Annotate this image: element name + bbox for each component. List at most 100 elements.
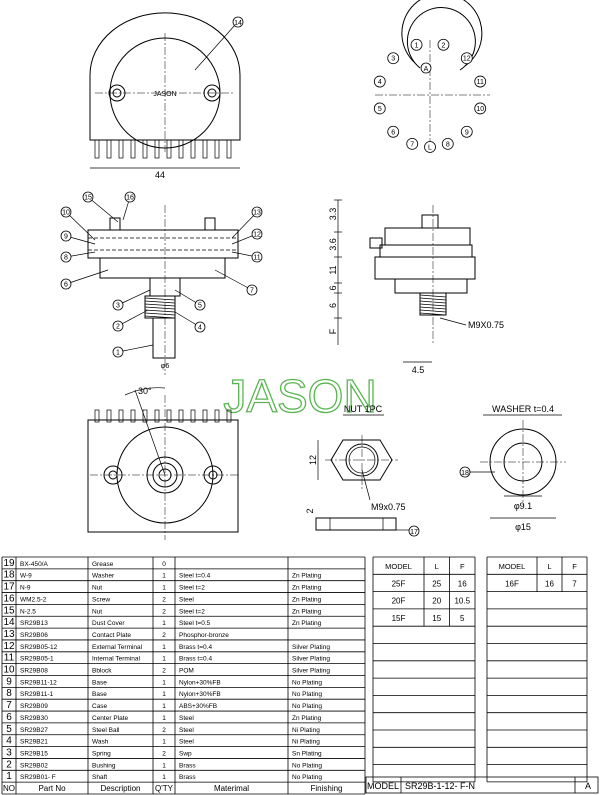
bom-cell-no: 8 [6,688,12,699]
pin-circle [410,38,423,51]
bom-cell-qty: 1 [162,691,166,698]
bom-cell-desc: Case [92,703,108,710]
part-callout-number: 6 [64,282,68,289]
dim-table-header: L [547,562,551,571]
dim-table-header: F [460,562,465,571]
bom-header-no: NO [3,784,15,793]
bom-cell-part: SR29B06 [20,632,48,639]
pin-number: 2 [442,42,446,49]
bom-cell-desc: Wash [92,739,109,746]
dim-table-cell: 16 [545,579,554,588]
bom-cell-qty: 1 [162,656,166,663]
angle-label: 30° [138,386,152,396]
nut-thread-label: M9x0.75 [371,502,406,512]
bom-cell-desc: Center Plate [92,715,129,722]
terminal-pin [178,139,184,159]
bom-cell-part: SR29B08 [20,668,48,675]
bom-cell-no: 4 [6,736,12,747]
bom-cell-no: 14 [3,617,15,628]
part-callout [60,230,72,242]
bom-header-material: Materimal [214,784,249,793]
bom-cell-desc: Dust Cover [92,620,125,627]
bom-cell-desc: Bushing [92,762,116,769]
dim-table-cell: 5 [460,614,465,623]
terminal-pin [190,409,196,423]
ground-pin-circle [424,141,436,153]
bom-header-desc: Description [100,784,140,793]
bom-cell-qty: 1 [162,703,166,710]
bom-cell-desc: Nut [92,585,102,592]
bom-cell-part: SR29B09 [20,703,48,710]
side-dim-label: 3.3 [328,208,338,221]
bom-cell-qty: 1 [162,715,166,722]
pin-circle [437,38,450,51]
pin-number: 8 [446,141,450,148]
front-view: JASON 44 14 [89,12,244,180]
bom-cell-no: 9 [6,676,12,687]
part-callout-number: 15 [84,195,92,202]
bom-cell-desc: Steel Ball [92,727,120,734]
pin-circle [373,102,386,115]
nut-callout: 17 [410,529,418,536]
pin-circle [373,75,386,88]
terminal-pin [202,139,208,159]
part-callout [251,228,263,240]
part-callout-number: 9 [64,234,68,241]
bom-cell-material: Steel t=0.4 [179,573,211,580]
bom-cell-desc: External Terminal [92,644,143,651]
bom-cell-part: N-2.5 [20,608,36,615]
bom-cell-finish: Zn Plating [292,585,322,592]
bom-cell-no: 3 [6,747,12,758]
bom-cell-material: Phosphor-bronze [179,632,229,639]
nut-height-dim: 12 [308,455,318,465]
washer-callout: 18 [461,470,469,477]
stop-pin-label: A [424,66,429,73]
bom-cell-qty: 1 [162,679,166,686]
pin-number: 10 [476,106,484,113]
bom-header-qty: Q'TY [155,784,174,793]
dim-table-cell: 16F [505,579,519,588]
part-callout [60,206,72,218]
bom-cell-part: SR29B30 [20,715,48,722]
bom-cell-desc: Internal Terminal [92,656,140,663]
terminal-pin [214,409,220,423]
part-callout [112,346,124,358]
bom-cell-qty: 1 [162,774,166,781]
bom-cell-finish: No Plating [292,762,322,769]
bom-cell-material: Steel t=2 [179,608,205,615]
terminal-pin [142,409,148,423]
part-callout-number: 7 [250,288,254,295]
bom-cell-material: Steel [179,596,194,603]
nut-thickness-dim: 2 [305,508,315,513]
bom-cell-material: Brass t=0.4 [179,644,212,651]
bom-cell-qty: 1 [162,762,166,769]
bom-cell-part: SR29B11-12 [20,679,57,686]
terminal-pin [118,409,124,423]
pin-number: 1 [415,42,419,49]
terminal-pin [94,409,100,423]
bom-cell-part: SR29B11-1 [20,691,54,698]
bom-cell-qty: 1 [162,644,166,651]
bom-cell-qty: 2 [162,608,166,615]
front-callout: 14 [234,20,242,27]
terminal-pin [214,139,220,159]
dim-table-cell: 15 [432,614,441,623]
bom-cell-material: Swp [179,750,192,757]
bom-cell-no: 2 [6,759,12,770]
front-width-dim: 44 [155,170,165,180]
dim-table-header: MODEL [385,562,412,571]
part-callout [251,206,263,218]
side-dim-label: 11 [328,265,338,274]
terminal-pin [154,409,160,423]
part-callout [194,321,206,333]
part-callout-number: 13 [253,210,261,217]
bom-cell-finish: Silver Plating [292,644,330,651]
terminal-pin [118,139,124,159]
model-rev: A [585,781,591,791]
bom-cell-part: SR29B05-1 [20,656,54,663]
model-label: MODEL [367,781,399,791]
bom-cell-material: Brass [179,774,196,781]
dim-table-header: F [572,562,577,571]
